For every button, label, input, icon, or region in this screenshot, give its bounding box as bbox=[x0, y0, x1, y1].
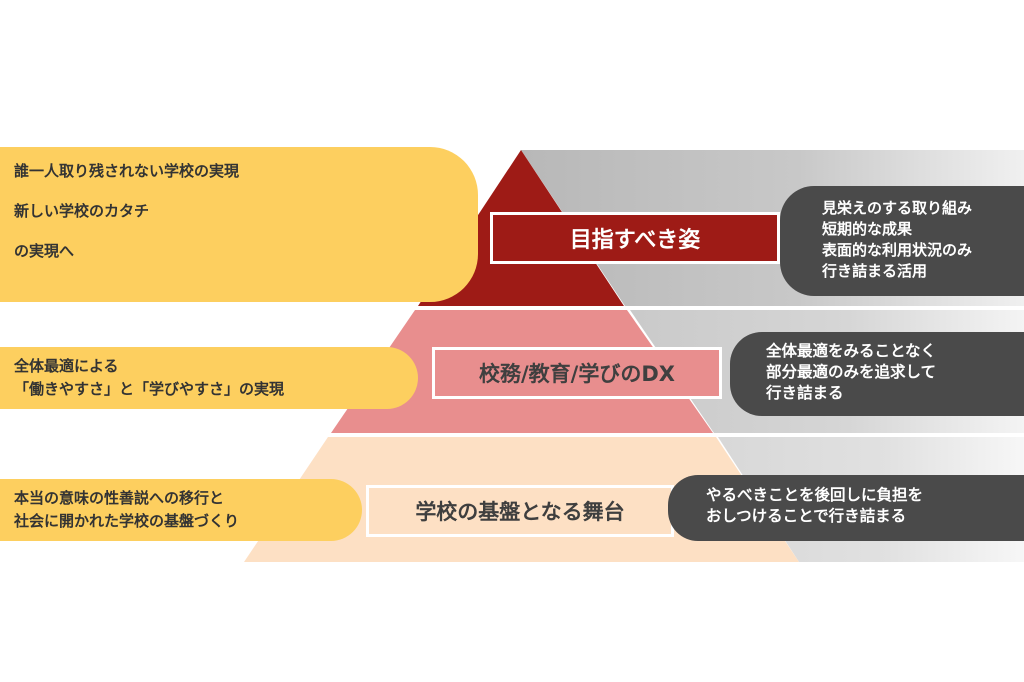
callout-line: 新しい学校のカタチ bbox=[14, 202, 150, 220]
tier-label-top: 目指すべき姿 bbox=[490, 212, 780, 264]
risk-line: 見栄えのする取り組み bbox=[822, 199, 973, 217]
risk-box-top: 見栄えのする取り組み 短期的な成果 表面的な利用状況のみ 行き詰まる活用 bbox=[780, 186, 1024, 296]
callout-line: 社会に開かれた学校の基盤づくり bbox=[14, 512, 240, 530]
risk-line: おしつけることで行き詰まる bbox=[706, 507, 907, 525]
callout-goal: 誰一人取り残されない学校の実現 新しい学校のカタチ の実現へ bbox=[0, 147, 478, 302]
callout-dx: 全体最適による 「働きやすさ」と「学びやすさ」の実現 bbox=[0, 347, 418, 409]
risk-line: 部分最適のみを追求して bbox=[766, 363, 937, 381]
risk-box-bottom: やるべきことを後回しに負担を おしつけることで行き詰まる bbox=[668, 475, 1024, 541]
risk-line: 行き詰まる bbox=[766, 384, 844, 402]
callout-line: 本当の意味の性善説への移行と bbox=[14, 489, 225, 507]
risk-line: 表面的な利用状況のみ bbox=[822, 241, 973, 259]
callout-line: 全体最適による bbox=[14, 357, 119, 375]
risk-line: 短期的な成果 bbox=[822, 220, 913, 238]
risk-box-middle: 全体最適をみることなく 部分最適のみを追求して 行き詰まる bbox=[730, 332, 1024, 416]
tier-label-middle: 校務/教育/学びのDX bbox=[432, 347, 722, 399]
risk-line: 行き詰まる活用 bbox=[822, 262, 928, 280]
callout-foundation: 本当の意味の性善説への移行と 社会に開かれた学校の基盤づくり bbox=[0, 479, 362, 541]
callout-line: 誰一人取り残されない学校の実現 bbox=[14, 162, 240, 180]
risk-line: やるべきことを後回しに負担を bbox=[706, 486, 924, 504]
tier-label-bottom: 学校の基盤となる舞台 bbox=[366, 485, 674, 537]
callout-line: の実現へ bbox=[14, 242, 75, 260]
risk-line: 全体最適をみることなく bbox=[766, 342, 937, 360]
callout-line: 「働きやすさ」と「学びやすさ」の実現 bbox=[14, 380, 285, 398]
